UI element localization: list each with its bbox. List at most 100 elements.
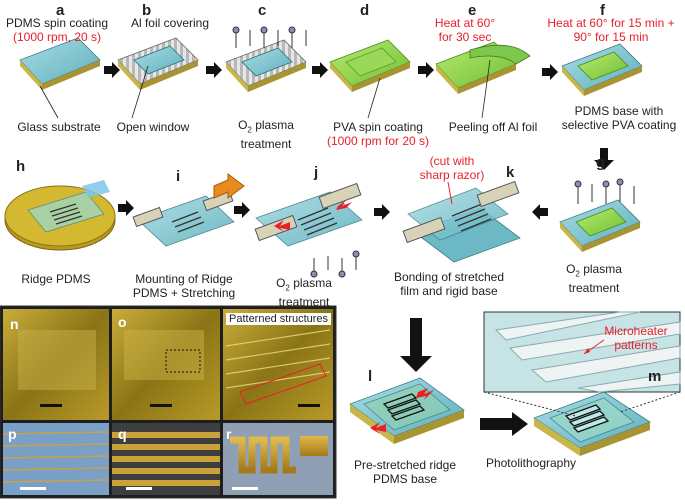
step-g-sub: 2 bbox=[575, 269, 580, 279]
step-c-plasma-arrows bbox=[232, 26, 307, 48]
step-e-heat: Heat at 60° for 30 sec bbox=[420, 16, 510, 44]
label-m: m bbox=[648, 368, 662, 385]
scale-bar-n bbox=[40, 404, 62, 407]
step-g-text: O2 plasma treatment bbox=[554, 262, 634, 295]
step-c-plasma: plasma bbox=[251, 118, 294, 132]
step-j-sub: 2 bbox=[285, 283, 290, 293]
photo-label-o: o bbox=[118, 314, 127, 330]
step-k-cut2: sharp razor) bbox=[419, 168, 485, 182]
step-k-bonding bbox=[402, 180, 521, 263]
photo-p bbox=[3, 423, 109, 495]
step-g-line2: treatment bbox=[568, 281, 620, 296]
step-a-line1: PDMS spin coating bbox=[5, 16, 109, 30]
step-d-text: PVA spin coating (1000 rpm for 20 s) bbox=[318, 120, 438, 148]
row2-arrows bbox=[118, 200, 548, 220]
scale-bar-patterned bbox=[298, 404, 320, 407]
step-f-heat2: 90° for 15 min bbox=[573, 30, 649, 44]
step-h-below: Ridge PDMS bbox=[21, 272, 91, 286]
step-d-line1: PVA spin coating bbox=[333, 120, 423, 134]
label-k: k bbox=[506, 164, 515, 181]
label-f: f bbox=[600, 2, 605, 19]
step-c-text: O2 plasma treatment bbox=[226, 118, 306, 151]
arrow-f-to-g bbox=[594, 148, 614, 170]
label-e: e bbox=[468, 2, 477, 19]
label-c: c bbox=[258, 2, 267, 19]
label-j: j bbox=[314, 164, 319, 181]
step-h-ridge-pdms bbox=[4, 180, 116, 251]
step-f-below2: selective PVA coating bbox=[561, 118, 677, 132]
arrow-l-to-m bbox=[480, 412, 528, 436]
step-f-below: PDMS base with selective PVA coating bbox=[556, 104, 682, 132]
step-e-peel-substrate bbox=[435, 41, 531, 94]
step-b-text: Al foil covering bbox=[130, 16, 210, 30]
step-l-prestretched-base bbox=[349, 377, 465, 444]
label-d: d bbox=[360, 2, 370, 19]
label-l: l bbox=[368, 368, 373, 385]
step-l-below1: Pre-stretched ridge bbox=[353, 458, 457, 472]
step-k-cut1: (cut with bbox=[429, 154, 475, 168]
microheater-callout: Microheater patterns bbox=[596, 324, 676, 352]
step-m-below: Photolithography bbox=[485, 456, 577, 470]
step-c-plasma-substrate bbox=[225, 39, 307, 92]
step-k-below1: Bonding of stretched bbox=[393, 270, 505, 284]
step-a-substrate bbox=[19, 37, 101, 90]
step-j-line2: treatment bbox=[278, 295, 330, 310]
step-a-below: Glass substrate bbox=[17, 120, 101, 134]
step-g-o: O bbox=[566, 262, 576, 276]
label-a: a bbox=[56, 2, 65, 19]
step-i-mounting bbox=[132, 173, 245, 247]
step-f-selective-pva bbox=[561, 43, 643, 96]
row1-arrows bbox=[104, 62, 558, 80]
step-g-plasma-substrate bbox=[559, 178, 641, 252]
photo-label-q: q bbox=[118, 426, 127, 442]
microheater-callout-1: Microheater bbox=[604, 324, 668, 338]
step-i-below1: Mounting of Ridge bbox=[135, 272, 233, 286]
step-k-below: Bonding of stretched film and rigid base bbox=[384, 270, 514, 298]
label-h: h bbox=[16, 158, 26, 175]
microheater-callout-2: patterns bbox=[614, 338, 658, 352]
step-m-photolithography bbox=[533, 391, 651, 456]
photo-label-n: n bbox=[10, 316, 19, 332]
step-e-below: Peeling off Al foil bbox=[448, 120, 538, 134]
step-d-line2: (1000 rpm for 20 s) bbox=[326, 134, 430, 148]
step-i-below2: PDMS + Stretching bbox=[132, 286, 236, 300]
step-c-line2: treatment bbox=[240, 137, 292, 152]
microheater-zoom-inset bbox=[483, 311, 681, 417]
step-j-text: O2 plasma treatment bbox=[264, 276, 344, 309]
step-a-line2: (1000 rpm, 20 s) bbox=[12, 30, 102, 44]
step-k-below2: film and rigid base bbox=[400, 284, 498, 298]
photo-patterned bbox=[223, 309, 333, 420]
step-c-sub: 2 bbox=[247, 125, 252, 135]
step-i-below: Mounting of Ridge PDMS + Stretching bbox=[124, 272, 244, 300]
step-e-heat1: Heat at 60° bbox=[434, 16, 496, 30]
label-i: i bbox=[176, 168, 181, 185]
step-c-o: O bbox=[238, 118, 248, 132]
scale-bar-r bbox=[232, 487, 258, 490]
photo-label-r: r bbox=[226, 426, 232, 442]
step-j-o: O bbox=[276, 276, 286, 290]
scale-bar-o bbox=[150, 404, 172, 407]
step-j-plasma-stretched bbox=[254, 182, 363, 278]
step-a-text: PDMS spin coating (1000 rpm, 20 s) bbox=[2, 16, 112, 44]
step-b-below: Open window bbox=[116, 120, 190, 134]
step-f-heat1: Heat at 60° for 15 min + bbox=[547, 16, 675, 30]
step-b-foil-substrate bbox=[117, 37, 199, 90]
row1-leaders bbox=[39, 59, 491, 119]
scale-bar-q bbox=[126, 487, 152, 490]
photo-panel bbox=[0, 305, 337, 499]
step-l-below: Pre-stretched ridge PDMS base bbox=[340, 458, 470, 486]
photo-label-p: p bbox=[8, 426, 17, 442]
step-j-plasma: plasma bbox=[289, 276, 332, 290]
step-k-cut: (cut with sharp razor) bbox=[412, 154, 492, 182]
step-d-pva-substrate bbox=[329, 39, 411, 92]
scale-bar-p bbox=[20, 487, 46, 490]
label-g: g bbox=[596, 154, 606, 171]
step-g-plasma: plasma bbox=[579, 262, 622, 276]
arrow-k-to-l bbox=[400, 318, 432, 372]
patterned-structures-label: Patterned structures bbox=[226, 313, 332, 325]
step-e-heat2: for 30 sec bbox=[438, 30, 492, 44]
step-f-below1: PDMS base with bbox=[574, 104, 664, 118]
step-l-below2: PDMS base bbox=[372, 472, 438, 486]
